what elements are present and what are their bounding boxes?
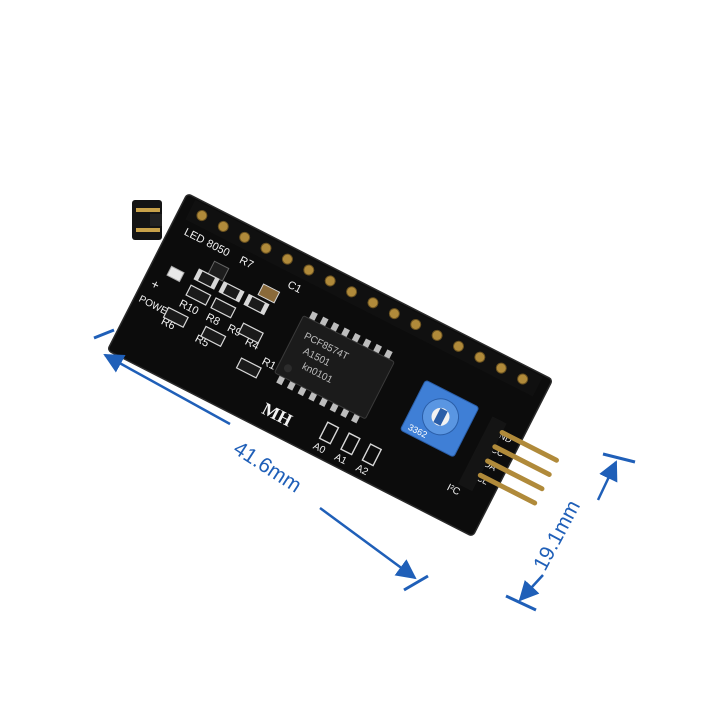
label-a1: A1 (332, 452, 348, 468)
smd-resistors (162, 268, 270, 379)
label-r7: R7 (237, 254, 255, 271)
width-label: 19.1mm (529, 497, 585, 575)
i2c-pin-header (457, 416, 559, 506)
label-a2: A2 (354, 463, 370, 479)
label-a0: A0 (311, 441, 327, 457)
lcd-pin-header (185, 199, 543, 397)
label-c1: C1 (285, 279, 303, 296)
capacitor-c1 (257, 283, 281, 304)
address-pads (318, 421, 383, 467)
power-led (166, 265, 185, 283)
i2c-lcd-adapter-board: LED 8050 R7 C1 POWER + R10 R8 R9 R6 R5 R… (108, 194, 559, 536)
label-r9: R9 (225, 322, 243, 339)
label-i2c: I²C (445, 482, 462, 498)
label-r1: R1 (260, 356, 278, 373)
pcf8574t-chip: PCF8574T A1501 kn0101 (274, 311, 395, 424)
width-dimension: 19.1mm (505, 452, 636, 612)
backlight-jumper (132, 200, 162, 240)
label-r8: R8 (204, 311, 222, 328)
contrast-potentiometer: 3362 (400, 380, 479, 457)
